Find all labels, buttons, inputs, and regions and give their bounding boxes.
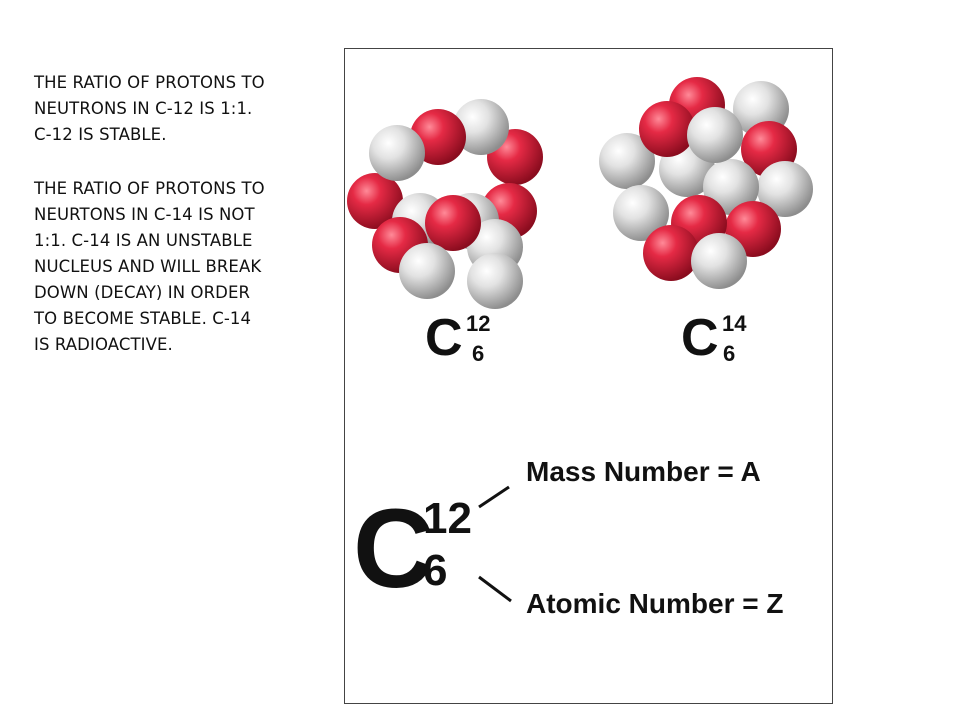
mass-number-label: Mass Number = A: [526, 456, 761, 487]
legend-mass-number: 12: [423, 494, 472, 543]
c12-mass-number: 12: [466, 311, 490, 336]
c14-nucleus-model: [599, 77, 813, 289]
c14-atomic-number: 6: [723, 341, 735, 366]
c12-nucleus-model: [347, 99, 543, 309]
neutron-sphere: [757, 161, 813, 217]
neutron-sphere: [467, 253, 523, 309]
c14-symbol: C: [681, 309, 719, 367]
c12-explanation: THE RATIO OF PROTONS TO NEUTRONS IN C-12…: [34, 73, 265, 144]
neutron-sphere: [599, 133, 655, 189]
legend-atomic-number: 6: [423, 546, 447, 595]
c14-mass-number: 14: [722, 311, 747, 336]
neutron-sphere: [369, 125, 425, 181]
proton-sphere: [425, 195, 481, 251]
proton-sphere: [643, 225, 699, 281]
legend-symbol: C: [353, 486, 434, 611]
neutron-sphere: [613, 185, 669, 241]
neutron-sphere: [453, 99, 509, 155]
neutron-sphere: [703, 159, 759, 215]
isotope-figure: C 12 6 C 14 6 C 12 6 Mass Number = A Ato…: [344, 48, 833, 704]
atomic-number-label: Atomic Number = Z: [526, 588, 783, 619]
c14-explanation: THE RATIO OF PROTONS TO NEURTONS IN C-14…: [34, 179, 265, 354]
c12-symbol: C: [425, 309, 463, 367]
neutron-sphere: [399, 243, 455, 299]
mass-pointer-line: [478, 485, 510, 509]
c12-atomic-number: 6: [472, 341, 484, 366]
neutron-sphere: [687, 107, 743, 163]
isotope-diagram: C 12 6 C 14 6 C 12 6 Mass Number = A Ato…: [347, 77, 813, 619]
explanation-text: THE RATIO OF PROTONS TO NEUTRONS IN C-12…: [34, 70, 324, 358]
atomic-pointer-line: [478, 575, 512, 603]
proton-sphere: [347, 173, 403, 229]
proton-sphere: [639, 101, 695, 157]
neutron-sphere: [691, 233, 747, 289]
